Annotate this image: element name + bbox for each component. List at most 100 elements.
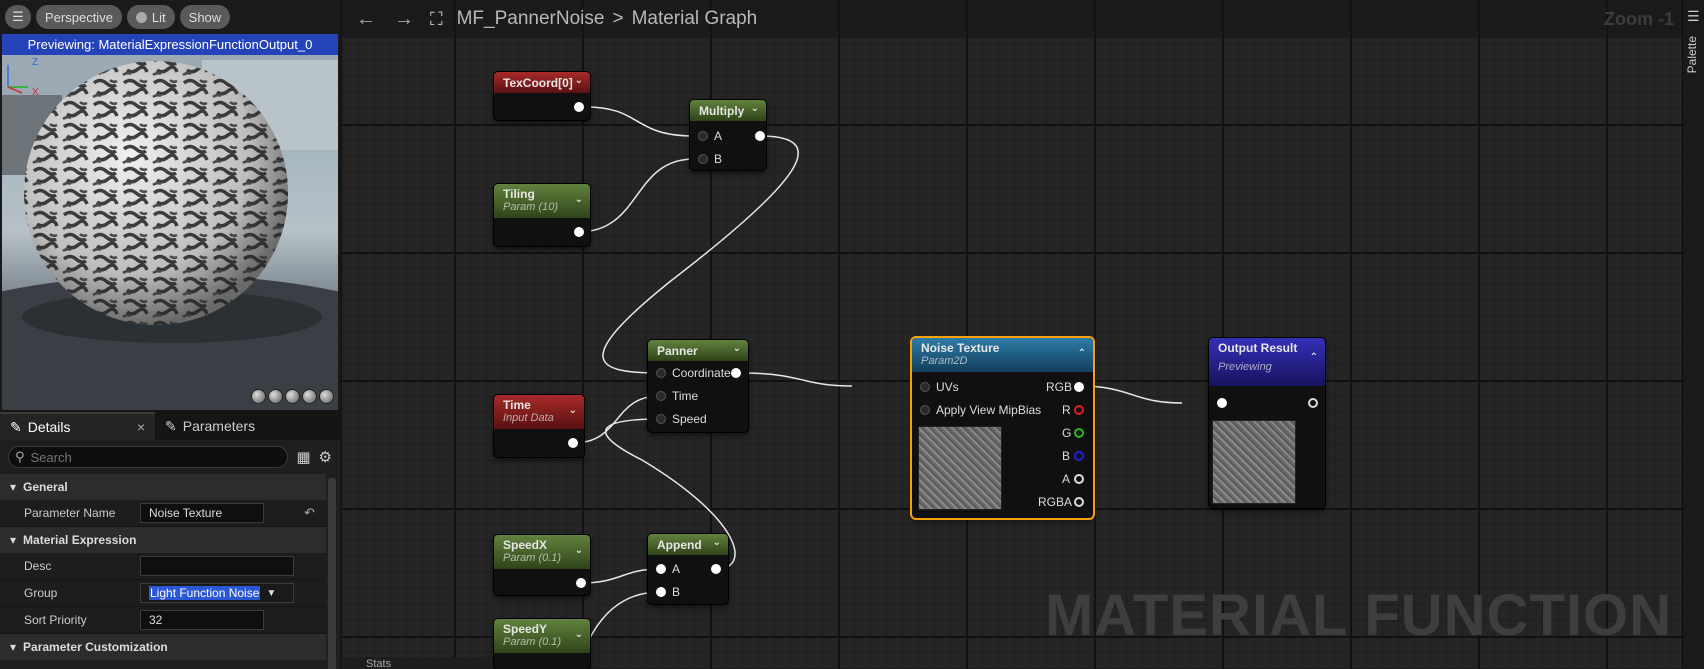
search-input[interactable] xyxy=(30,449,231,465)
wire-texcoord-multiply xyxy=(585,106,695,137)
pin-append-b[interactable] xyxy=(656,587,666,597)
node-panner[interactable]: Panner⌄ Coordinate Time Speed xyxy=(648,340,748,432)
show-button[interactable]: Show xyxy=(179,5,231,29)
pin-noise-r[interactable] xyxy=(1074,405,1084,415)
preview-viewport[interactable]: ☰ Perspective Lit Show Previewing: Mater… xyxy=(0,0,340,410)
chevron-down-icon[interactable]: ⌄ xyxy=(568,405,577,416)
parameter-name-field[interactable]: Noise Texture xyxy=(140,503,264,523)
tab-parameters[interactable]: ✎Parameters xyxy=(155,412,265,440)
material-graph[interactable]: ← → ⛶ MF_PannerNoise > Material Graph Zo… xyxy=(342,0,1704,669)
graph-toolbar: ← → ⛶ MF_PannerNoise > Material Graph Zo… xyxy=(342,0,1704,38)
pin-multiply-a-label: A xyxy=(714,129,723,143)
close-icon[interactable]: × xyxy=(136,419,145,435)
pin-panner-out[interactable] xyxy=(731,368,741,378)
node-multiply[interactable]: Multiply⌄ A B xyxy=(690,100,766,170)
zoom-level: Zoom -1 xyxy=(1604,9,1674,29)
chevron-down-icon[interactable]: ⌄ xyxy=(574,75,583,86)
pin-noise-uvs[interactable] xyxy=(920,382,930,392)
cylinder-preview-icon[interactable] xyxy=(251,389,266,404)
desc-field[interactable] xyxy=(140,556,294,576)
table-view-icon[interactable]: ▦ xyxy=(296,449,311,466)
hamburger-icon: ☰ xyxy=(12,9,24,24)
pin-panner-coordinate[interactable] xyxy=(656,368,666,378)
search-icon: ⚲ xyxy=(15,449,25,464)
node-noise-title: Noise Texture xyxy=(921,341,1000,355)
pin-texcoord-out[interactable] xyxy=(574,102,584,112)
pin-noise-g[interactable] xyxy=(1074,428,1084,438)
tab-details[interactable]: ✎Details× xyxy=(0,412,155,440)
pin-panner-speed[interactable] xyxy=(656,414,666,424)
pin-panner-speed-label: Speed xyxy=(672,412,707,426)
lit-button[interactable]: Lit xyxy=(126,5,175,29)
pin-multiply-a[interactable] xyxy=(698,131,708,141)
stats-tab[interactable]: Stats xyxy=(342,657,492,669)
pin-append-out[interactable] xyxy=(711,564,721,574)
chevron-down-icon[interactable]: ⌄ xyxy=(732,343,741,354)
pin-noise-rgba[interactable] xyxy=(1074,497,1084,507)
node-speedy-subtitle: Param (0.1) xyxy=(503,636,562,648)
cube-preview-icon[interactable] xyxy=(302,389,317,404)
reset-icon[interactable]: ↶ xyxy=(304,505,315,520)
sort-priority-field[interactable]: 32 xyxy=(140,610,264,630)
pin-time-out[interactable] xyxy=(568,438,578,448)
chevron-up-icon[interactable]: ⌃ xyxy=(1309,352,1318,363)
category-general[interactable]: ▾General xyxy=(0,474,326,500)
teapot-preview-icon[interactable] xyxy=(319,389,334,404)
breadcrumb: MF_PannerNoise > Material Graph xyxy=(457,8,758,30)
pin-output-in[interactable] xyxy=(1217,398,1227,408)
sphere-preview-icon[interactable] xyxy=(268,389,283,404)
back-arrow-icon[interactable]: ← xyxy=(356,7,376,30)
pin-panner-time[interactable] xyxy=(656,391,666,401)
gear-icon[interactable]: ⚙ xyxy=(318,449,332,466)
pin-noise-mipbias[interactable] xyxy=(920,405,930,415)
category-parameter-customization[interactable]: ▾Parameter Customization xyxy=(0,634,326,660)
chevron-down-icon[interactable]: ⌄ xyxy=(574,194,583,205)
chevron-down-icon[interactable]: ⌄ xyxy=(750,103,759,114)
breadcrumb-asset[interactable]: MF_PannerNoise xyxy=(456,8,605,29)
pin-noise-rgb[interactable] xyxy=(1074,382,1084,392)
wire-append-panner xyxy=(605,418,736,570)
node-texcoord-title: TexCoord[0] xyxy=(503,75,573,90)
plane-preview-icon[interactable] xyxy=(285,389,300,404)
node-append-title: Append xyxy=(657,537,702,552)
pin-output-out[interactable] xyxy=(1308,398,1318,408)
node-texcoord[interactable]: TexCoord[0]⌄ xyxy=(494,72,590,120)
palette-tab[interactable]: ☰ Palette xyxy=(1682,0,1704,669)
pin-append-a[interactable] xyxy=(656,564,666,574)
list-icon: ☰ xyxy=(1687,8,1700,24)
node-output-title: Output Result xyxy=(1218,341,1298,355)
pin-multiply-b[interactable] xyxy=(698,154,708,164)
search-box[interactable]: ⚲ xyxy=(8,446,289,468)
perspective-button[interactable]: Perspective xyxy=(36,5,122,29)
wire-time-panner xyxy=(572,395,661,444)
axis-gizmo: Z X xyxy=(7,57,39,95)
node-append[interactable]: Append⌄ A B xyxy=(648,534,728,604)
chevron-down-icon[interactable]: ⌄ xyxy=(574,629,583,640)
chevron-down-icon[interactable]: ⌄ xyxy=(712,537,721,548)
pin-speedx-out[interactable] xyxy=(576,578,586,588)
category-general-label: General xyxy=(23,480,68,494)
details-scrollbar[interactable] xyxy=(328,478,336,669)
viewport-menu-button[interactable]: ☰ xyxy=(5,5,31,29)
pin-noise-a[interactable] xyxy=(1074,474,1084,484)
chevron-down-icon[interactable]: ⌄ xyxy=(574,545,583,556)
chevron-up-icon[interactable]: ⌃ xyxy=(1077,348,1086,359)
pin-noise-b[interactable] xyxy=(1074,451,1084,461)
pin-multiply-out[interactable] xyxy=(755,131,765,141)
pin-tiling-out[interactable] xyxy=(574,227,584,237)
preview-scene-art xyxy=(2,55,338,410)
node-multiply-title: Multiply xyxy=(699,103,745,118)
lit-sphere-icon xyxy=(135,11,147,23)
forward-arrow-icon[interactable]: → xyxy=(394,7,414,30)
category-material-expression[interactable]: ▾Material Expression xyxy=(0,527,326,553)
breadcrumb-graph[interactable]: Material Graph xyxy=(631,8,758,29)
group-combo[interactable]: Light Function Noise ▼ xyxy=(140,583,294,603)
preview-scene[interactable]: Z X xyxy=(2,55,338,410)
output-thumbnail xyxy=(1212,420,1296,504)
